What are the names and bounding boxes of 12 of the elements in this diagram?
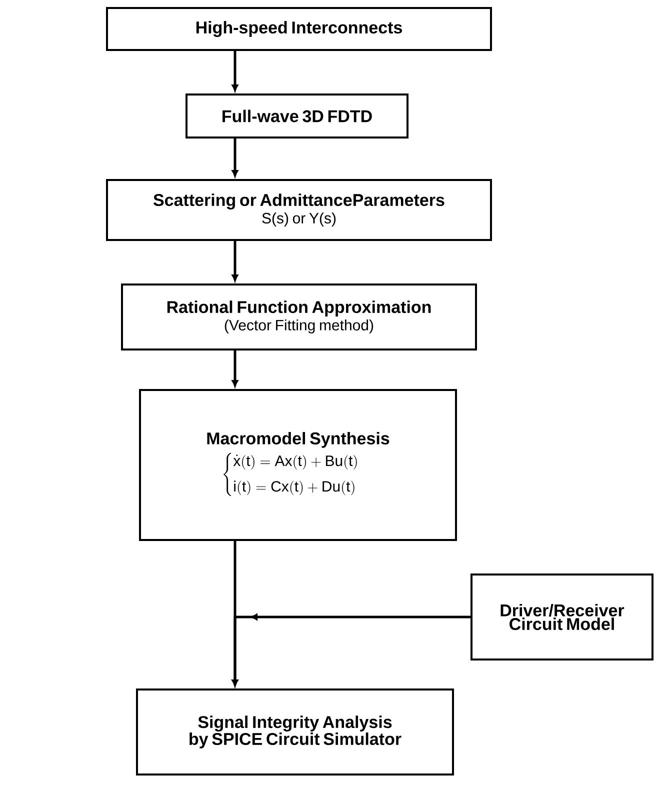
arrow xyxy=(232,51,238,92)
arrow xyxy=(232,350,238,387)
process-box: High-speed Interconnects xyxy=(106,7,492,51)
model-box: Driver/Receiver Circuit Model xyxy=(470,574,654,660)
arrow xyxy=(232,138,238,177)
arrow xyxy=(232,241,238,282)
process-box: Scattering or AdmittanceParameters S(s) or Y(s) xyxy=(106,179,492,241)
analysis-box: Signal Integrity Analysis by SPICE Circuit Simulator xyxy=(136,688,454,776)
process-box: Full-wave 3D FDTD xyxy=(186,94,408,138)
arrow xyxy=(232,614,470,686)
synthesis-box: Macromodel Synthesis $\begin{cases}\dot{\mathrm{x}}(\mathrm{t})=\mathrm{Ax}(\mathrm{t})+\mathrm{Bu}(\mathrm{t})\\[4pt] \mathrm{i}(\mathrm{t})=\mathrm{Cx}(\mathrm{t})+\mathrm{Du}(\mathrm{t})\end{cases}$ xyxy=(139,389,457,541)
process-box: Rational Function Approximation (Vector Fitting method) xyxy=(121,284,477,350)
